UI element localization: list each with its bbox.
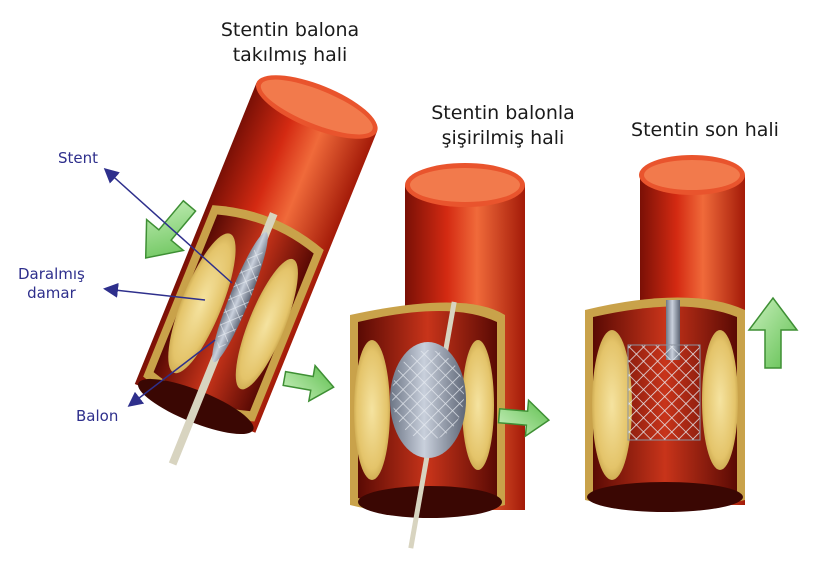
deployed-stent (628, 345, 700, 440)
expanded-stent (392, 350, 464, 440)
arrow-left-icon (282, 363, 335, 403)
stage-2-title: Stentin balonla şişirilmiş hali (408, 101, 598, 151)
stage-2-title-line-1: Stentin balonla (431, 102, 575, 124)
stage-1-title-line-2: takılmış hali (232, 44, 348, 66)
artery-stage-2 (350, 163, 525, 549)
narrowed-artery-label: Daralmış damar (18, 265, 85, 303)
arrow-right-icon (497, 398, 551, 438)
stage-1-title-line-1: Stentin balona (220, 19, 360, 41)
arrow-down-left-icon (144, 199, 197, 259)
artery-stage-3 (585, 155, 745, 512)
stage-3-title: Stentin son hali (615, 118, 795, 143)
crimped-stent (217, 245, 263, 349)
balloon-pointer (127, 339, 216, 407)
stent-pointer (103, 167, 233, 284)
narrowed-artery-label-line-1: Daralmış (18, 265, 85, 283)
plaque-right (235, 258, 298, 390)
narrowed-artery-label-line-2: damar (27, 284, 76, 302)
stent-label: Stent (58, 149, 99, 167)
plaque-left (168, 233, 236, 374)
stage-3-title-line-1: Stentin son hali (631, 119, 779, 141)
stage-1-title: Stentin balona takılmış hali (200, 18, 380, 68)
artery-stage-1 (134, 75, 378, 466)
stage-2-title-line-2: şişirilmiş hali (441, 127, 565, 149)
arrow-up-icon (747, 296, 799, 369)
balloon-label: Balon (76, 407, 119, 425)
narrowed-pointer (103, 282, 206, 301)
